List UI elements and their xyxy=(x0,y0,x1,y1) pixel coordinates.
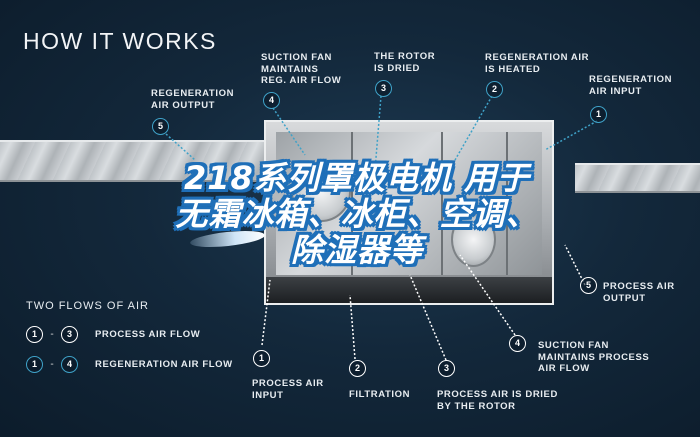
label-regeneration-air-input: REGENERATION AIR INPUT xyxy=(589,74,673,97)
label-process-air-input: PROCESS AIR INPUT xyxy=(252,378,324,401)
caption-line-2: 无霜冰箱、冰柜、空调、 xyxy=(175,195,539,233)
label-filtration: FILTRATION xyxy=(349,389,411,400)
step-1-regeneration-marker: 1 xyxy=(590,106,607,123)
step-3-regeneration-marker: 3 xyxy=(375,80,392,97)
step-3-process-marker: 3 xyxy=(438,360,455,377)
page-title: HOW IT WORKS xyxy=(23,28,217,54)
label-suction-fan-reg-air: SUCTION FAN MAINTAINS REG. AIR FLOW xyxy=(261,52,342,86)
suction-fan-regeneration xyxy=(291,162,351,222)
cabinet-base xyxy=(266,277,552,303)
step-2-regeneration-marker: 2 xyxy=(486,81,503,98)
label-process-air-dried: PROCESS AIR IS DRIED BY THE ROTOR xyxy=(437,389,558,412)
step-5-process-marker: 5 xyxy=(580,277,597,294)
legend-row-process-air: 1 - 3 PROCESS AIR FLOW xyxy=(26,326,200,343)
caption-line-3: 除湿器等 xyxy=(290,231,423,269)
legend-dash: - xyxy=(50,359,54,370)
step-5-regeneration-marker: 5 xyxy=(152,118,169,135)
step-1-process-marker: 1 xyxy=(253,350,270,367)
legend-from-marker: 1 xyxy=(26,356,43,373)
label-suction-fan-process-air: SUCTION FAN MAINTAINS PROCESS AIR FLOW xyxy=(538,340,650,374)
cabinet-divider xyxy=(351,132,353,275)
step-2-process-marker: 2 xyxy=(349,360,366,377)
legend-row-regeneration-air: 1 - 4 REGENERATION AIR FLOW xyxy=(26,356,233,373)
legend-from-marker: 1 xyxy=(26,326,43,343)
step-4-process-marker: 4 xyxy=(509,335,526,352)
overlay-caption: 218系列罩极电机 用于 无霜冰箱、冰柜、空调、 除湿器等 xyxy=(112,160,602,268)
regeneration-input-duct xyxy=(575,163,700,193)
suction-fan-process xyxy=(451,212,496,267)
label-process-air-output: PROCESS AIR OUTPUT xyxy=(603,281,675,304)
legend-label: REGENERATION AIR FLOW xyxy=(95,359,233,370)
label-regeneration-air-output: REGENERATION AIR OUTPUT xyxy=(151,88,235,111)
step-4-regeneration-marker: 4 xyxy=(263,92,280,109)
cabinet-divider xyxy=(506,132,508,275)
label-rotor-is-dried: THE ROTOR IS DRIED xyxy=(374,51,436,74)
cabinet-divider xyxy=(441,132,443,275)
regeneration-output-duct xyxy=(0,140,280,182)
caption-line-1: 218系列罩极电机 用于 xyxy=(184,159,530,197)
label-regeneration-air-heated: REGENERATION AIR IS HEATED xyxy=(485,52,590,75)
legend-to-marker: 3 xyxy=(61,326,78,343)
legend-label: PROCESS AIR FLOW xyxy=(95,329,201,340)
legend-dash: - xyxy=(50,329,54,340)
legend-to-marker: 4 xyxy=(61,356,78,373)
legend-title: TWO FLOWS OF AIR xyxy=(26,300,149,312)
dehumidifier-cabinet xyxy=(264,120,554,305)
